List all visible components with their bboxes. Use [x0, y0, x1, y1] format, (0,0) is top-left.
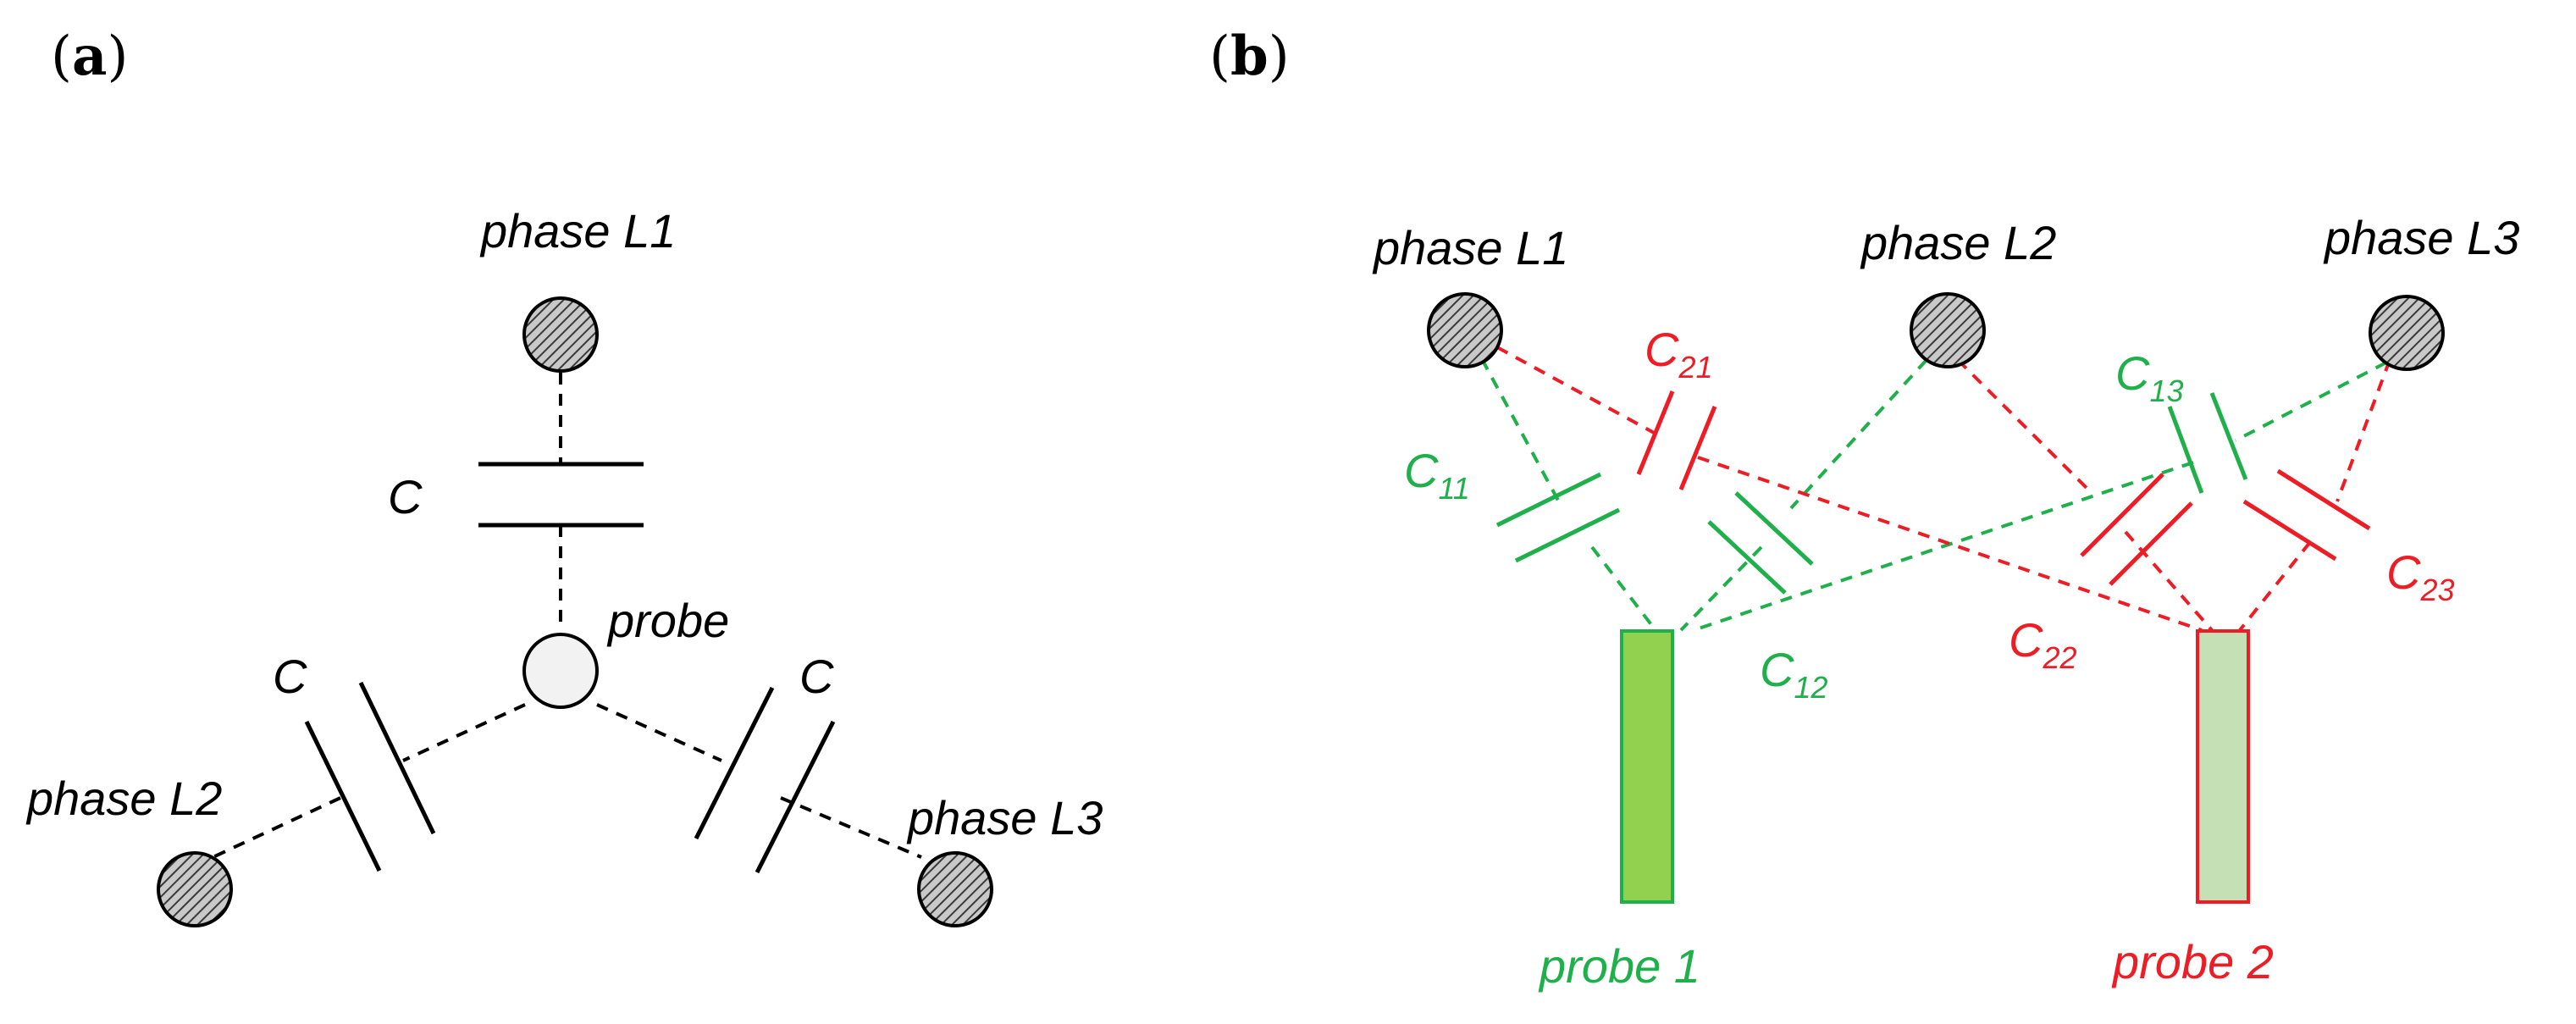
capacitor-top — [478, 462, 644, 528]
capacitor-c11 — [1495, 472, 1621, 563]
phase-l1-conductor — [522, 296, 599, 373]
label-probe-1: probe 1 — [1538, 939, 1700, 993]
phase-l2-conductor-b — [1910, 292, 1986, 368]
label-c23: C23 — [2386, 545, 2455, 607]
label-phase-l2-b: phase L2 — [1860, 216, 2056, 269]
panel-a-label: (a) — [51, 25, 128, 88]
label-c13: C13 — [2115, 346, 2184, 408]
wire-cap-left-l2 — [194, 796, 341, 867]
label-c11: C11 — [1404, 444, 1470, 506]
label-phase-l1: phase L1 — [479, 204, 676, 257]
wire-probe-cap-right — [596, 703, 722, 762]
capacitor-c21 — [1636, 390, 1717, 490]
wire-l3-c23 — [2336, 359, 2391, 502]
wire-l2-c12 — [1789, 358, 1928, 510]
probe-2 — [2196, 629, 2250, 904]
wire-c21-probe2 — [1697, 456, 2203, 632]
wire-l1-c11 — [1480, 358, 1564, 509]
wire-l2-c22 — [1956, 358, 2092, 493]
capacitor-c23 — [2242, 468, 2371, 562]
wire-c12-probe1 — [1679, 545, 1763, 632]
probe-conductor — [522, 633, 599, 709]
label-phase-l3-b: phase L3 — [2323, 211, 2519, 264]
wire-l3-c13 — [2235, 361, 2387, 442]
wire-l1-c21 — [1496, 346, 1656, 435]
label-c22: C22 — [2009, 613, 2077, 675]
wire-c11-probe1 — [1590, 545, 1657, 632]
label-cap-top: C — [388, 470, 423, 523]
label-phase-l3: phase L3 — [906, 791, 1103, 844]
wire-c23-probe2 — [2238, 540, 2312, 632]
wire-probe-cap-left — [402, 703, 526, 762]
phase-l3-conductor — [917, 851, 993, 927]
panel-a: (a) phase L1 phase L2 phase L3 probe — [25, 25, 1103, 927]
phase-l2-conductor — [157, 851, 233, 927]
capacitor-c12 — [1707, 491, 1814, 595]
panel-b-label: (b) — [1209, 25, 1290, 88]
capacitor-c13 — [2167, 392, 2248, 494]
label-cap-left: C — [273, 650, 307, 703]
label-probe-2: probe 2 — [2111, 935, 2274, 988]
capacitor-right — [694, 686, 836, 874]
capacitor-left — [304, 681, 436, 872]
panel-b: (b) — [1209, 25, 2519, 993]
wire-c13-probe1 — [1693, 461, 2194, 632]
capacitor-c22 — [2080, 473, 2193, 586]
label-phase-l1-b: phase L1 — [1372, 221, 1568, 274]
probe-1 — [1620, 629, 1674, 904]
label-phase-l2: phase L2 — [25, 772, 222, 825]
label-c21: C21 — [1645, 323, 1713, 385]
phase-l1-conductor-b — [1427, 292, 1503, 368]
label-c12: C12 — [1760, 643, 1828, 705]
phase-l3-conductor-b — [2369, 295, 2445, 371]
label-probe: probe — [606, 594, 729, 647]
wire-cap-right-l3 — [780, 796, 922, 859]
label-cap-right: C — [799, 650, 834, 703]
wire-c22-probe2 — [2124, 530, 2214, 632]
